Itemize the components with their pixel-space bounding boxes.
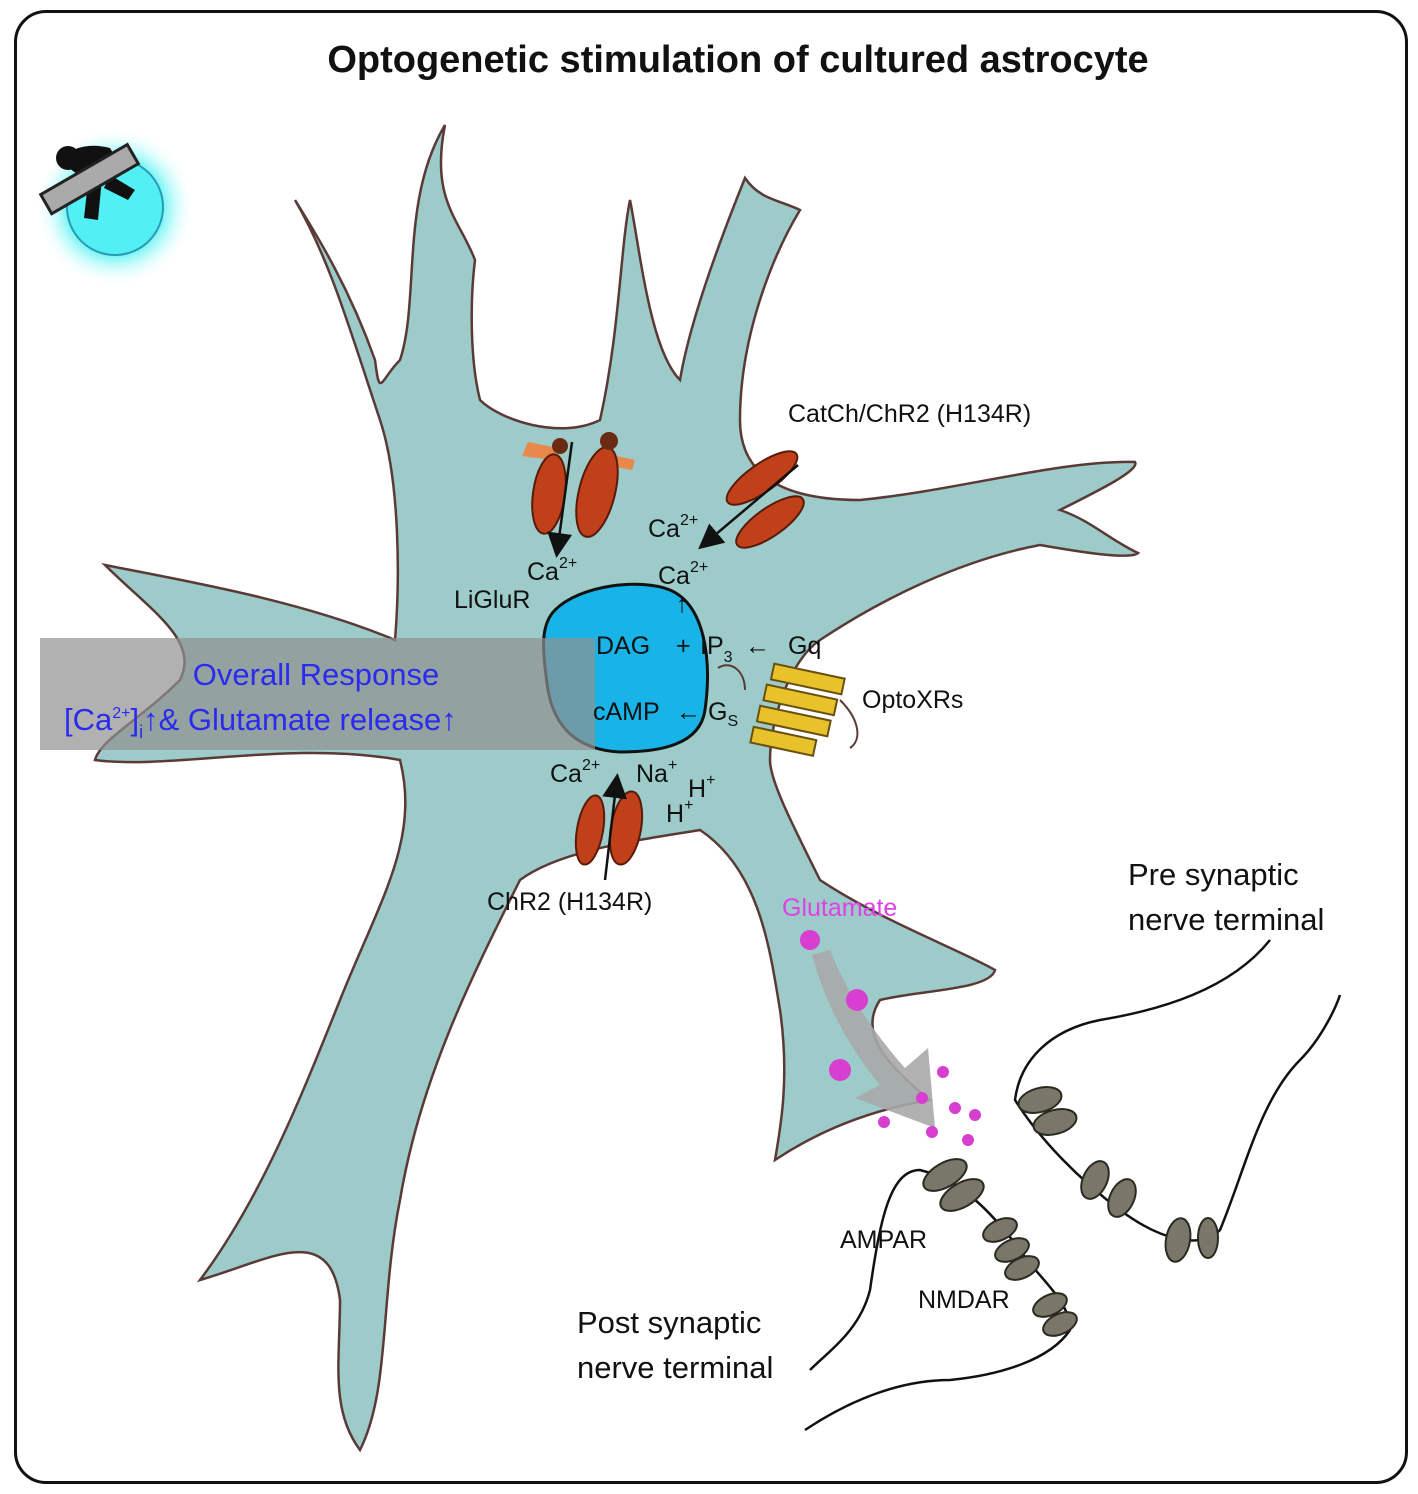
na-ion: Na+	[636, 757, 677, 788]
pre-synaptic-terminal	[1013, 939, 1342, 1242]
plus-label: +	[676, 632, 691, 660]
pre-synaptic-label-2: nerve terminal	[1128, 902, 1324, 937]
ca-up-arrow: ↑	[676, 591, 688, 618]
nmdar-label: NMDAR	[918, 1286, 1010, 1314]
liglur-channel	[522, 432, 635, 558]
post-synaptic-label-1: Post synaptic	[577, 1305, 761, 1340]
h-ion-1: H+	[688, 772, 715, 803]
glutamate-label: Glutamate	[782, 894, 897, 922]
chr2-label: ChR2 (H134R)	[487, 888, 652, 916]
optoxrs-label: OptoXRs	[862, 686, 963, 714]
post-synaptic-receptors	[922, 1158, 1078, 1337]
gs-label: GS	[708, 698, 738, 730]
overall-response-box	[40, 638, 595, 750]
light-source-icon	[35, 127, 195, 287]
post-synaptic-label-2: nerve terminal	[577, 1350, 773, 1385]
catch-label: CatCh/ChR2 (H134R)	[788, 400, 1031, 428]
chr2-channel	[574, 773, 644, 881]
catch-channel	[698, 450, 805, 550]
glutamate-vesicles	[800, 930, 981, 1146]
h-ion-2: H+	[666, 797, 693, 828]
camp-label: cAMP	[593, 698, 660, 726]
overall-response-title: Overall Response	[193, 657, 439, 692]
pre-synaptic-label-1: Pre synaptic	[1128, 857, 1299, 892]
overall-response-detail: [Ca2+]i↑& Glutamate release↑	[64, 702, 457, 742]
gq-arrow: ←	[745, 632, 770, 660]
diagram-title: Optogenetic stimulation of cultured astr…	[327, 39, 1148, 81]
ca-ion-mid: Ca2+	[658, 559, 708, 590]
ca-ion-bottom: Ca2+	[550, 757, 600, 788]
gs-arrow: ←	[676, 698, 701, 726]
release-arrow	[812, 950, 935, 1128]
optoxr-receptor	[717, 662, 859, 757]
gq-label: Gq	[788, 632, 821, 660]
dag-label: DAG	[596, 632, 650, 660]
ca-ion-left: Ca2+	[527, 555, 577, 586]
ip3-label: IP3	[700, 632, 733, 666]
pre-synaptic-receptors	[1017, 1086, 1219, 1263]
ca-ion-right: Ca2+	[648, 512, 698, 543]
ampar-label: AMPAR	[840, 1226, 927, 1254]
liglur-label: LiGluR	[454, 586, 530, 614]
